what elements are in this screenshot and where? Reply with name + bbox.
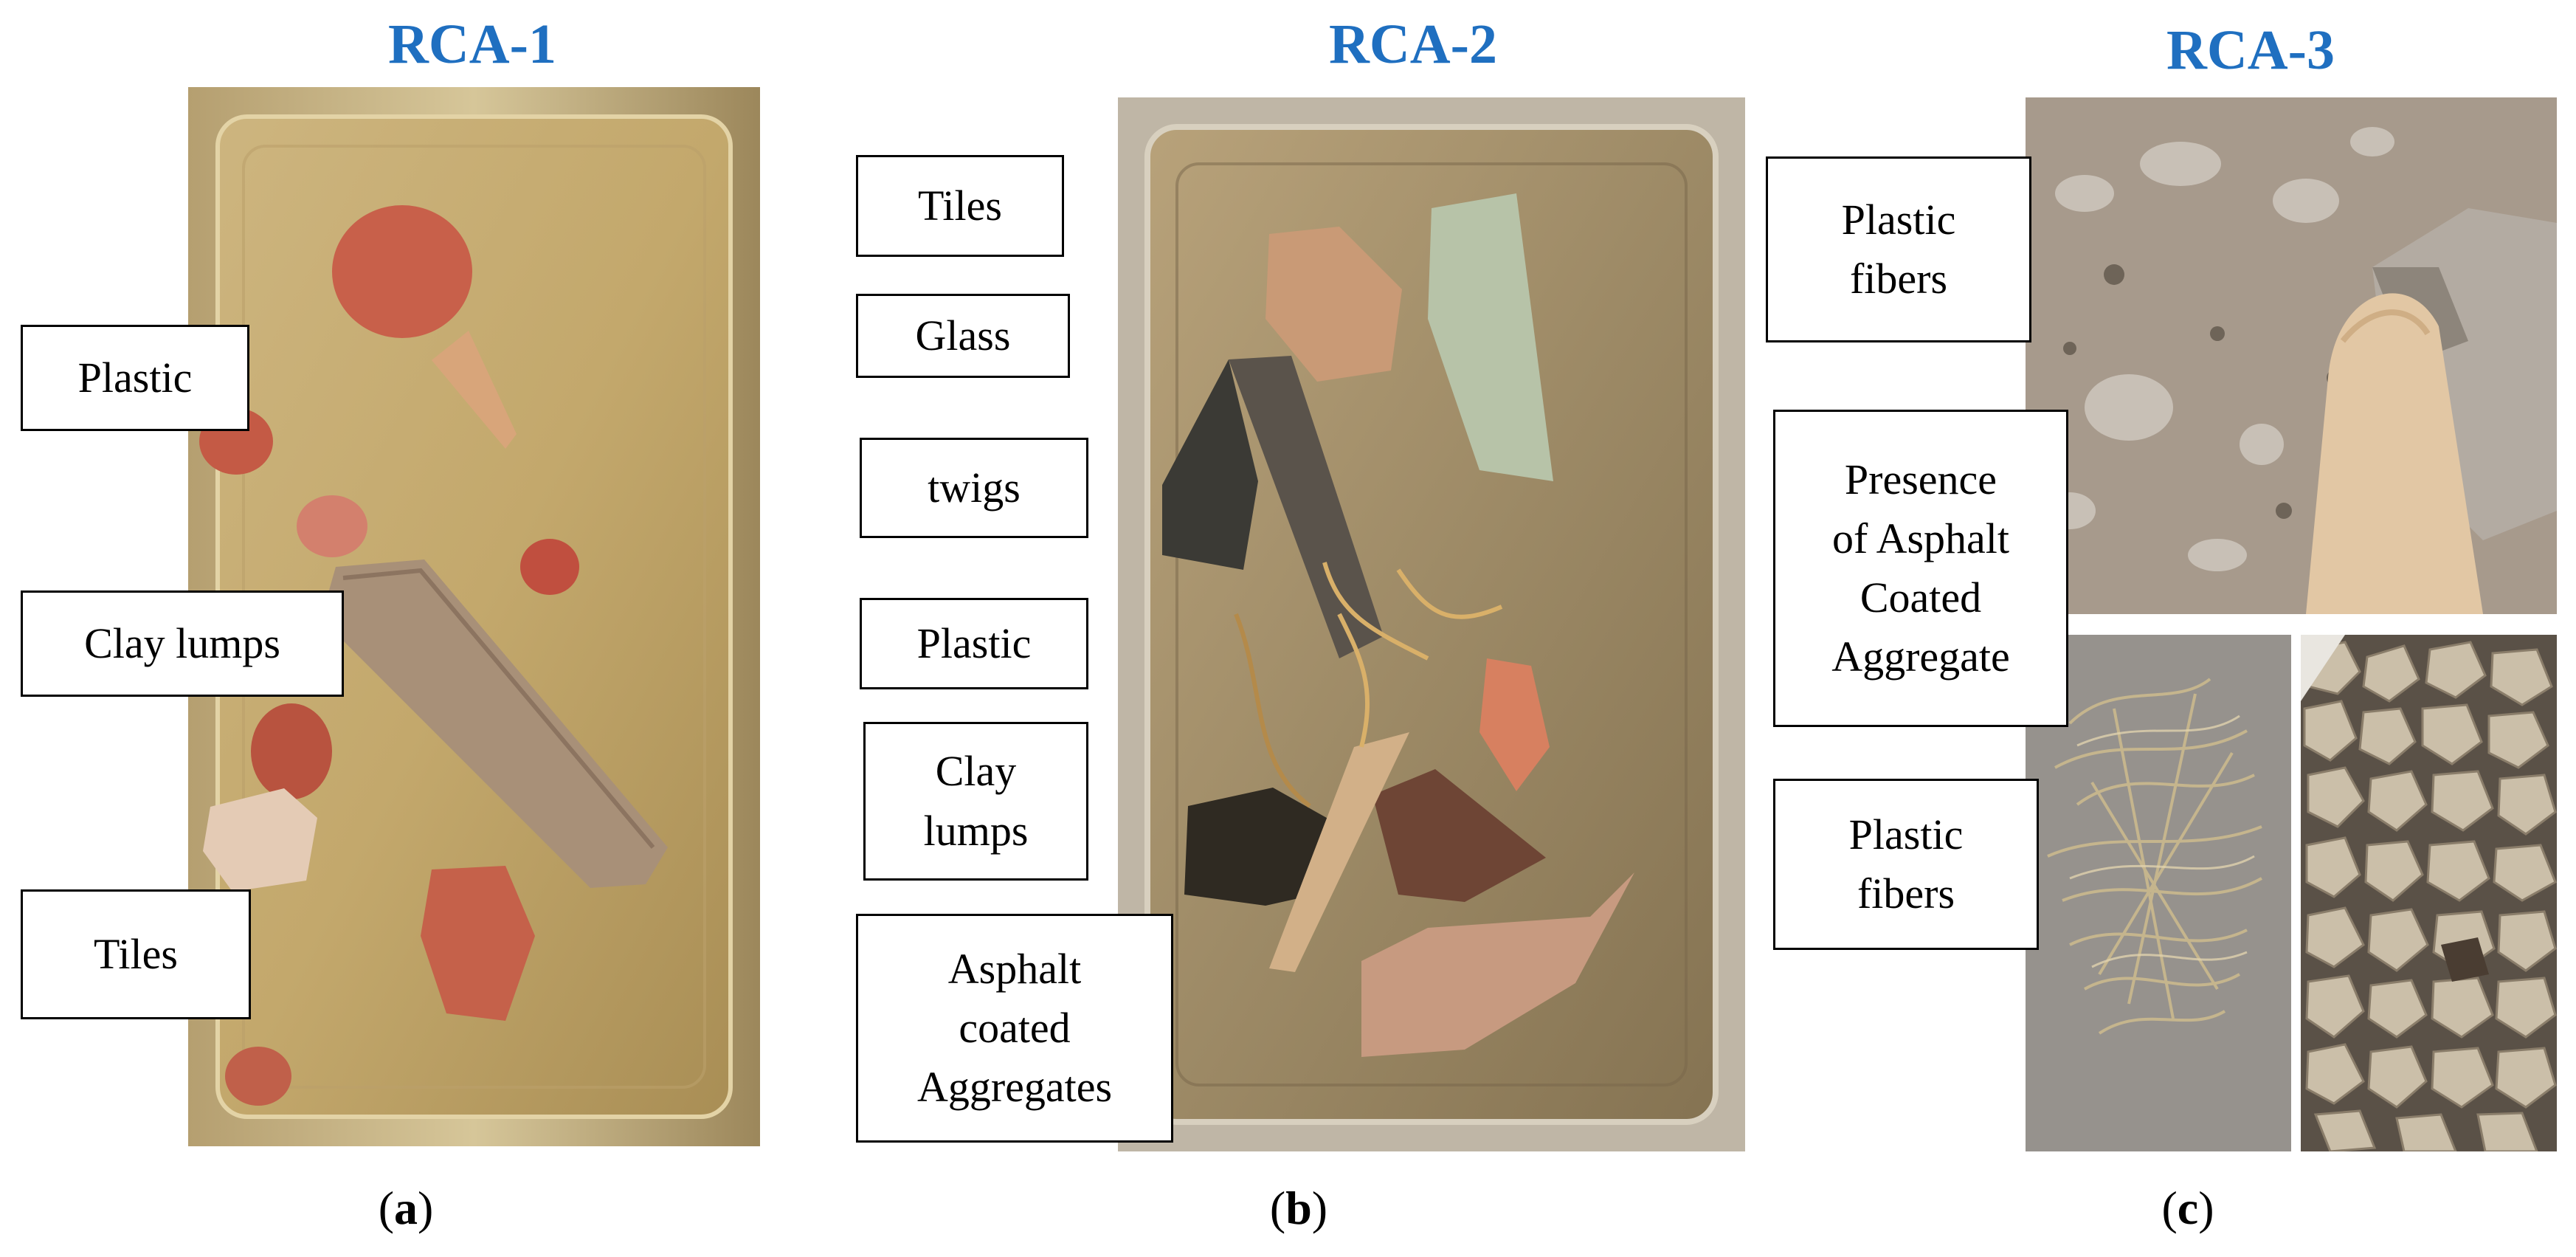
rca3-plastic-fibers-photo <box>2026 635 2291 1151</box>
rca2-tray-photo <box>1118 97 1745 1151</box>
panel-b-title: RCA-2 <box>1329 13 1497 75</box>
panel-c-title: RCA-3 <box>2166 19 2335 81</box>
panel-b-caption: (b) <box>1269 1182 1328 1234</box>
panel-c-caption: (c) <box>2161 1182 2214 1234</box>
rca2-label-tiles: Tiles <box>856 155 1064 257</box>
rca2-label-twigs: twigs <box>860 438 1088 538</box>
rca2-label-asphalt-coated-aggregates: Asphalt coated Aggregates <box>856 914 1173 1143</box>
rca2-label-plastic: Plastic <box>860 598 1088 689</box>
rca2-label-glass: Glass <box>856 294 1070 378</box>
rca3-label-asphalt-coated-aggregate: Presence of Asphalt Coated Aggregate <box>1773 410 2068 727</box>
rca1-label-plastic: Plastic <box>21 325 249 431</box>
rca2-label-clay-lumps: Clay lumps <box>863 722 1088 881</box>
rca1-tray-photo <box>188 87 760 1146</box>
rca3-asphalt-aggregate-photo <box>2026 97 2557 614</box>
panel-a-title: RCA-1 <box>388 13 556 75</box>
rca3-aggregate-photo <box>2301 635 2557 1151</box>
rca1-label-clay-lumps: Clay lumps <box>21 590 344 697</box>
rca3-label-plastic-fibers-top: Plastic fibers <box>1766 156 2031 342</box>
rca1-label-tiles: Tiles <box>21 889 251 1019</box>
panel-a-caption: (a) <box>378 1182 434 1234</box>
rca3-label-plastic-fibers-bottom: Plastic fibers <box>1773 779 2039 950</box>
